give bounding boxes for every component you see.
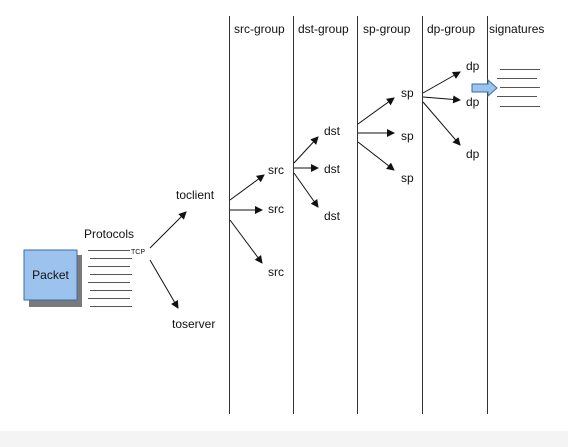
- edge-dst-sp-1: [357, 97, 395, 125]
- header-dst-group: dst-group: [298, 22, 349, 36]
- node-src: src: [268, 202, 284, 216]
- edge-tcp-toclient: [149, 211, 187, 249]
- header-dp-group: dp-group: [427, 22, 475, 36]
- node-dst: dst: [324, 124, 341, 138]
- edge-tcp-toserver: [149, 259, 179, 309]
- edge-toclient-src-3: [229, 219, 263, 264]
- header-sp-group: sp-group: [363, 22, 411, 36]
- node-dp: dp: [466, 59, 480, 73]
- node-dp: dp: [466, 147, 480, 161]
- node-toserver: toserver: [172, 317, 215, 331]
- packet-box: [23, 249, 78, 301]
- edge-sp-dp-3: [422, 101, 461, 146]
- protocols-label: Protocols: [84, 227, 134, 241]
- node-toclient: toclient: [176, 188, 215, 202]
- node-dst: dst: [324, 209, 341, 223]
- edge-dst-sp-3: [357, 141, 395, 171]
- node-sp: sp: [401, 129, 414, 143]
- edge-sp-dp-2: [422, 95, 461, 104]
- edge-toclient-src-1: [229, 174, 265, 201]
- node-src: src: [268, 163, 284, 177]
- protocols-list: [88, 250, 132, 307]
- footer-band: [0, 431, 568, 447]
- node-dst: dst: [324, 162, 341, 176]
- header-src-group: src-group: [234, 22, 285, 36]
- node-sp: sp: [401, 86, 414, 100]
- node-src: src: [268, 265, 284, 279]
- node-sp: sp: [401, 171, 414, 185]
- tcp-label: TCP: [131, 249, 145, 256]
- edge-src-dst-3: [293, 172, 319, 208]
- edge-src-dst-1: [293, 136, 319, 164]
- node-dp: dp: [466, 95, 480, 109]
- edge-sp-dp-1: [422, 71, 461, 94]
- signature-pointer-arrow: [471, 78, 498, 98]
- header-signatures: signatures: [489, 22, 544, 36]
- packet-label: Packet: [32, 268, 69, 282]
- signatures-list: [497, 69, 540, 107]
